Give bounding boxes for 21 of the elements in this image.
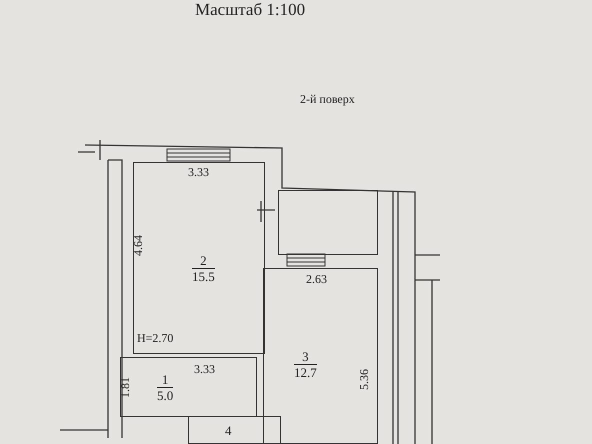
dimension-label: 1.81: [118, 377, 133, 398]
dimension-label: 3.33: [188, 165, 209, 180]
floor-label: 2-й поверх: [300, 92, 355, 107]
dimension-label: 5.36: [357, 369, 372, 390]
room-outline: [278, 190, 378, 255]
room-number: 4: [225, 423, 232, 438]
room-outline: [188, 416, 281, 444]
room-area: 5.0: [157, 388, 174, 403]
height-label: H=2.70: [137, 331, 174, 346]
room-number: 1: [157, 372, 174, 388]
room-outline: [133, 162, 265, 354]
dimension-label: 2.63: [306, 272, 327, 287]
scale-title: Масштаб 1:100: [195, 0, 306, 20]
room-area: 12.7: [294, 365, 317, 380]
room-area: 15.5: [192, 269, 215, 284]
room-outline: [120, 357, 257, 417]
dimension-label: 3.33: [194, 362, 215, 377]
dimension-label: 4.64: [131, 235, 146, 256]
room-number: 3: [294, 349, 317, 365]
room-outline: [263, 268, 378, 444]
room-number: 2: [192, 253, 215, 269]
